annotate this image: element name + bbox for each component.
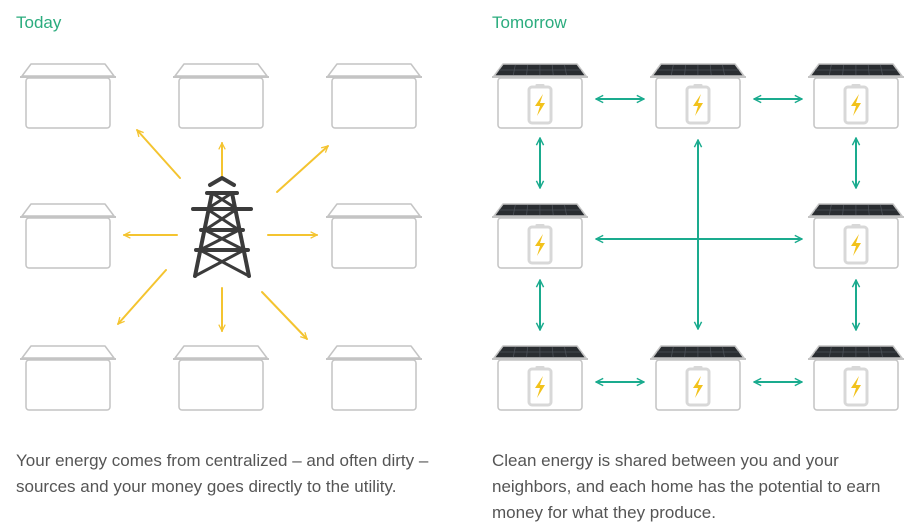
roof <box>21 345 115 359</box>
grid-arrow-nw <box>136 130 181 179</box>
tomorrow-house-bl <box>492 345 588 411</box>
grid-arrow-sw <box>117 269 167 324</box>
tomorrow-house-tl <box>492 63 588 129</box>
battery-icon <box>843 224 869 265</box>
tomorrow-house-mr <box>808 203 904 269</box>
grid-arrow-se <box>261 291 308 339</box>
lightning-bolt-icon <box>851 234 861 256</box>
battery-icon <box>843 84 869 125</box>
roof <box>21 203 115 217</box>
house-icon <box>331 77 417 129</box>
battery-icon <box>843 366 869 407</box>
today-house-mr <box>326 203 422 269</box>
roof <box>327 63 421 77</box>
house-icon <box>25 217 111 269</box>
roof <box>327 203 421 217</box>
roof <box>21 63 115 77</box>
today-house-tl <box>20 63 116 129</box>
house-icon <box>25 359 111 411</box>
roof <box>327 345 421 359</box>
energy-diagram <box>20 63 904 411</box>
battery-icon <box>685 84 711 125</box>
house-icon <box>331 217 417 269</box>
tomorrow-caption: Clean energy is shared between you and y… <box>492 451 881 522</box>
lightning-bolt-icon <box>535 376 545 398</box>
lightning-bolt-icon <box>535 94 545 116</box>
battery-icon <box>527 366 553 407</box>
lightning-bolt-icon <box>851 94 861 116</box>
roof <box>174 63 268 77</box>
tomorrow-house-tr <box>808 63 904 129</box>
tomorrow-title: Tomorrow <box>492 13 567 32</box>
today-house-tr <box>326 63 422 129</box>
battery-icon <box>685 366 711 407</box>
house-icon <box>331 359 417 411</box>
today-house-bl <box>20 345 116 411</box>
today-title: Today <box>16 13 62 32</box>
today-house-tc <box>173 63 269 129</box>
house-icon <box>178 77 264 129</box>
lightning-bolt-icon <box>693 376 703 398</box>
battery-icon <box>527 84 553 125</box>
today-house-bc <box>173 345 269 411</box>
tomorrow-house-ml <box>492 203 588 269</box>
lightning-bolt-icon <box>535 234 545 256</box>
tomorrow-house-br <box>808 345 904 411</box>
tomorrow-house-tc <box>650 63 746 129</box>
transmission-tower-icon <box>191 176 253 278</box>
house-icon <box>178 359 264 411</box>
today-house-ml <box>20 203 116 269</box>
grid-arrow-ne <box>276 145 328 193</box>
lightning-bolt-icon <box>851 376 861 398</box>
lightning-bolt-icon <box>693 94 703 116</box>
battery-icon <box>527 224 553 265</box>
today-caption: Your energy comes from centralized – and… <box>16 451 429 496</box>
tomorrow-house-bc <box>650 345 746 411</box>
roof <box>174 345 268 359</box>
house-icon <box>25 77 111 129</box>
today-house-br <box>326 345 422 411</box>
